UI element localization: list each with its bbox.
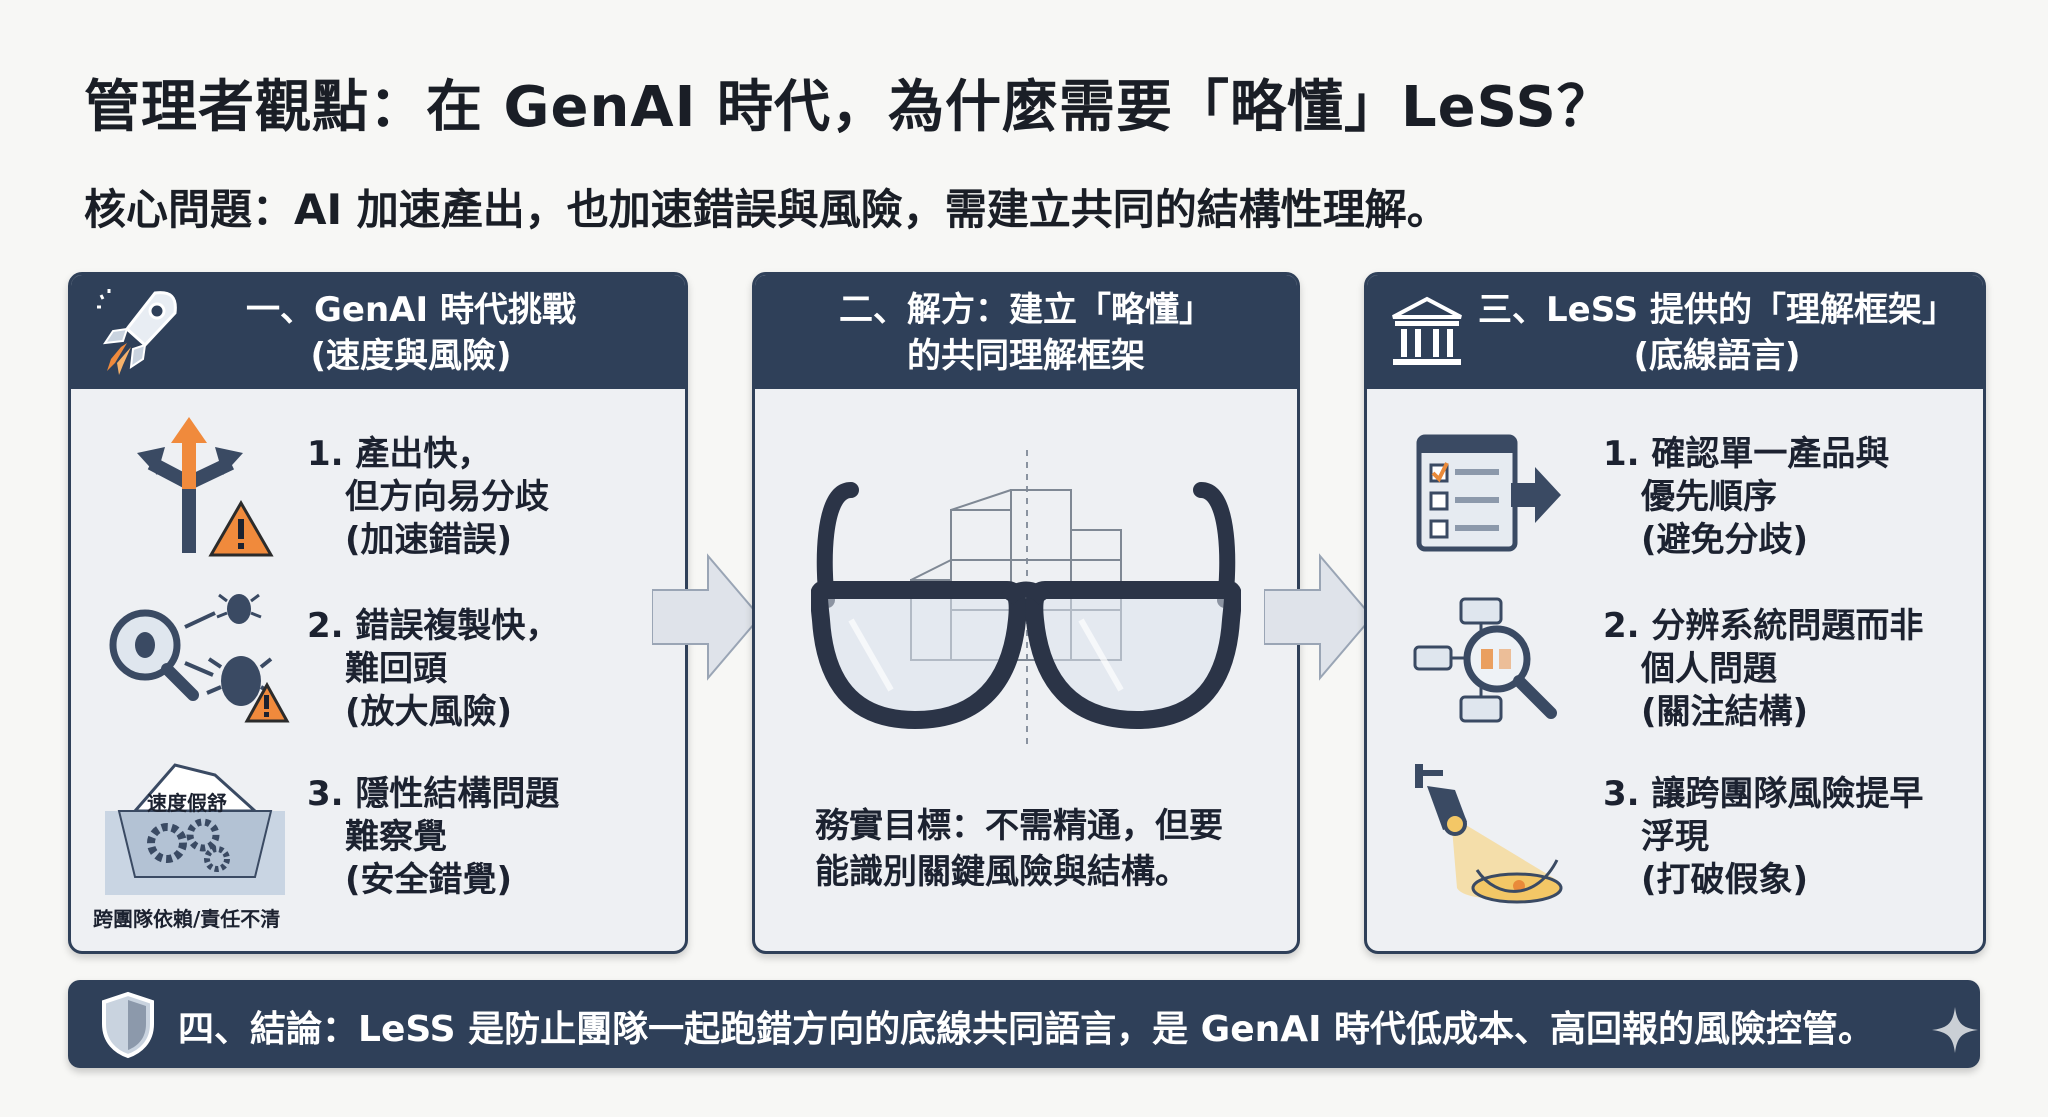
iceberg-top-label: 速度假舒	[147, 791, 227, 815]
item-line1: 3. 讓跨團隊風險提早	[1603, 774, 1924, 814]
item-line1: 1. 產出快，	[307, 434, 492, 474]
panel-solution: 二、解方：建立「略懂」 的共同理解框架 務實目標：不需精通，但要 能識別關鍵風險…	[752, 272, 1300, 954]
diverging-arrows-warning-icon	[137, 417, 274, 557]
sparkle-icon	[1932, 1007, 1978, 1053]
checklist-arrow-icon	[1416, 434, 1561, 552]
panel-header-line2: (底線語言)	[1633, 336, 1801, 376]
less-item-2: 2. 分辨系統問題而非 個人問題 (關注結構)	[1603, 605, 1923, 734]
panel-header-line1: 一、GenAI 時代挑戰	[246, 290, 576, 330]
panel-challenges: 一、GenAI 時代挑戰 (速度與風險) 1. 產出快， 但方向易分歧 (加速錯…	[68, 272, 688, 954]
rocket-icon	[97, 289, 177, 375]
goal-line1: 務實目標：不需精通，但要	[815, 806, 1223, 846]
iceberg-bottom-label: 跨團隊依賴/責任不清	[93, 907, 281, 931]
panel-header: 三、LeSS 提供的「理解框架」 (底線語言)	[1367, 275, 1983, 389]
item-line1: 1. 確認單一產品與	[1603, 434, 1890, 474]
practical-goal: 務實目標：不需精通，但要 能識別關鍵風險與結構。	[815, 803, 1223, 895]
flow-arrow-icon	[1264, 553, 1374, 681]
panel-less-framework: 三、LeSS 提供的「理解框架」 (底線語言) 1. 確認單一產品與 優先順序 …	[1364, 272, 1986, 954]
panel-header: 二、解方：建立「略懂」 的共同理解框架	[755, 275, 1297, 389]
panel-header-line1: 三、LeSS 提供的「理解框架」	[1477, 290, 1956, 330]
item-line2: 個人問題	[1641, 649, 1777, 689]
item-line1: 2. 錯誤複製快，	[307, 606, 560, 646]
item-line3: (打破假象)	[1641, 860, 1809, 900]
item-line1: 3. 隱性結構問題	[307, 774, 560, 814]
flow-arrow-icon	[652, 553, 762, 681]
spotlight-icon	[1415, 764, 1563, 904]
challenge-item-1: 1. 產出快， 但方向易分歧 (加速錯誤)	[307, 433, 549, 562]
item-line2: 難察覺	[345, 817, 447, 857]
bug-magnifier-icon	[109, 593, 290, 723]
item-line3: (加速錯誤)	[345, 520, 513, 560]
page-title: 管理者觀點：在 GenAI 時代，為什麼需要「略懂」LeSS？	[84, 75, 1614, 140]
panel-header-line2: (速度與風險)	[310, 336, 512, 376]
institution-icon	[1392, 296, 1462, 365]
item-line2: 但方向易分歧	[345, 477, 549, 517]
less-item-3: 3. 讓跨團隊風險提早 浮現 (打破假象)	[1603, 773, 1923, 902]
iceberg-icon	[105, 763, 285, 895]
challenge-item-3: 3. 隱性結構問題 難察覺 (安全錯覺)	[307, 773, 559, 902]
challenge-item-2: 2. 錯誤複製快， 難回頭 (放大風險)	[307, 605, 559, 734]
less-item-1: 1. 確認單一產品與 優先順序 (避免分歧)	[1603, 433, 1889, 562]
goal-line2: 能識別關鍵風險與結構。	[815, 852, 1189, 892]
item-line1: 2. 分辨系統問題而非	[1603, 606, 1924, 646]
shield-icon	[102, 991, 154, 1059]
item-line3: (安全錯覺)	[345, 860, 513, 900]
conclusion-text: 四、結論：LeSS 是防止團隊一起跑錯方向的底線共同語言，是 GenAI 時代低…	[178, 1009, 1875, 1050]
panel-header-line1: 二、解方：建立「略懂」	[839, 290, 1213, 330]
system-magnifier-icon	[1413, 597, 1557, 723]
panel-header: 一、GenAI 時代挑戰 (速度與風險)	[71, 275, 685, 389]
item-line3: (放大風險)	[345, 692, 513, 732]
item-line3: (避免分歧)	[1641, 520, 1809, 560]
item-line3: (關注結構)	[1641, 692, 1809, 732]
item-line2: 浮現	[1641, 817, 1709, 857]
page-subtitle: 核心問題：AI 加速產出，也加速錯誤與風險，需建立共同的結構性理解。	[84, 185, 1449, 234]
panel-header-line2: 的共同理解框架	[907, 336, 1145, 376]
conclusion-bar: 四、結論：LeSS 是防止團隊一起跑錯方向的底線共同語言，是 GenAI 時代低…	[68, 980, 1980, 1068]
glasses-structure-icon	[811, 450, 1241, 750]
item-line2: 難回頭	[345, 649, 447, 689]
item-line2: 優先順序	[1641, 477, 1777, 517]
